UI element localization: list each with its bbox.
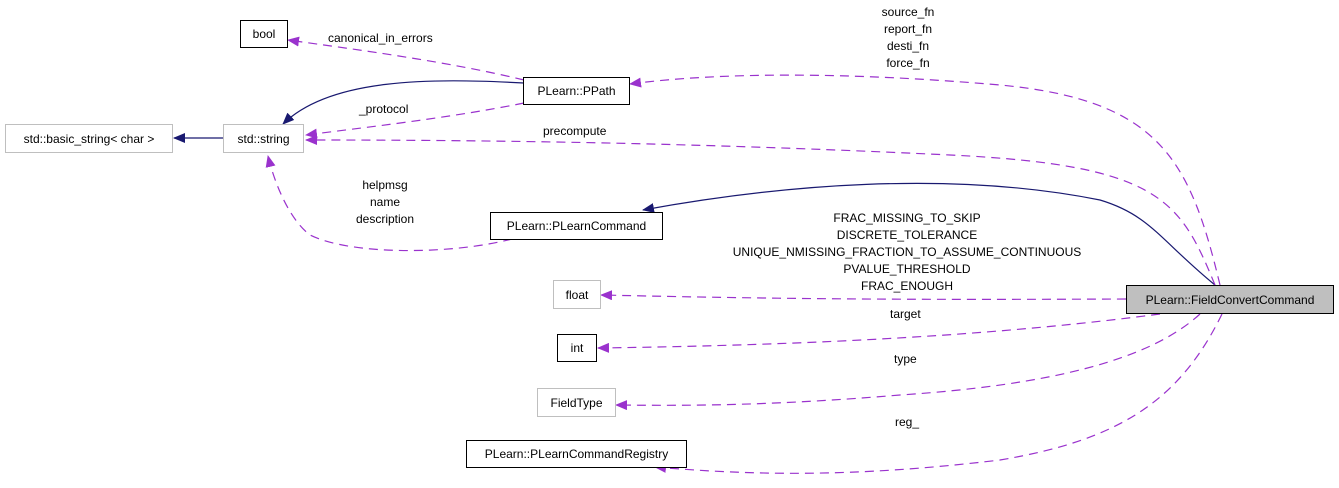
label-frac-missing-to-skip: FRAC_MISSING_TO_SKIP <box>833 211 981 225</box>
label-float-members: FRAC_MISSING_TO_SKIP DISCRETE_TOLERANCE … <box>707 210 1107 295</box>
label-precompute: precompute <box>543 124 607 138</box>
edge-ppath-to-bool <box>287 36 525 81</box>
label-ppath-members: source_fn report_fn desti_fn force_fn <box>868 4 948 72</box>
edge-focus-to-fieldtype <box>615 313 1201 411</box>
label-pvalue-threshold: PVALUE_THRESHOLD <box>843 262 971 276</box>
edge-ppath-to-string-protocol <box>305 102 525 139</box>
label-desti-fn: desti_fn <box>886 39 930 53</box>
label-description: description <box>355 212 415 226</box>
label-helpmsg: helpmsg <box>362 178 408 192</box>
label-canonical-in-errors: canonical_in_errors <box>328 31 433 45</box>
label-report-fn: report_fn <box>883 22 933 36</box>
label-unique-nmissing: UNIQUE_NMISSING_FRACTION_TO_ASSUME_CONTI… <box>732 245 1082 259</box>
label-force-fn: force_fn <box>886 56 930 70</box>
edge-focus-to-float <box>600 290 1127 301</box>
edge-plearncommand-to-string <box>265 155 513 252</box>
node-plearn-command[interactable]: PLearn::PLearnCommand <box>490 212 663 240</box>
node-int[interactable]: int <box>557 334 597 362</box>
node-basic-string[interactable]: std::basic_string< char > <box>5 124 173 153</box>
label-name: name <box>369 195 401 209</box>
label-reg: reg_ <box>895 415 920 429</box>
label-string-members: helpmsg name description <box>345 177 425 228</box>
node-bool[interactable]: bool <box>240 20 288 48</box>
node-std-string[interactable]: std::string <box>223 124 304 153</box>
edge-focus-to-ppath <box>629 74 1221 286</box>
label-type: type <box>894 352 917 366</box>
edge-focus-to-registry <box>654 313 1223 474</box>
label-source-fn: source_fn <box>881 5 935 19</box>
node-field-convert-command[interactable]: PLearn::FieldConvertCommand <box>1126 285 1334 314</box>
label-frac-enough: FRAC_ENOUGH <box>860 279 953 293</box>
edge-focus-to-plearncommand <box>642 182 1216 286</box>
edge-focus-to-int <box>597 313 1161 353</box>
node-field-type[interactable]: FieldType <box>537 388 616 417</box>
node-registry[interactable]: PLearn::PLearnCommandRegistry <box>466 440 687 468</box>
label-discrete-tolerance: DISCRETE_TOLERANCE <box>836 228 978 242</box>
node-ppath[interactable]: PLearn::PPath <box>523 77 630 105</box>
edge-focus-to-string-precompute <box>305 135 1216 286</box>
label-protocol: _protocol <box>359 102 409 116</box>
node-float[interactable]: float <box>553 280 601 309</box>
label-target: target <box>890 307 921 321</box>
edge-ppath-to-string <box>282 80 525 125</box>
